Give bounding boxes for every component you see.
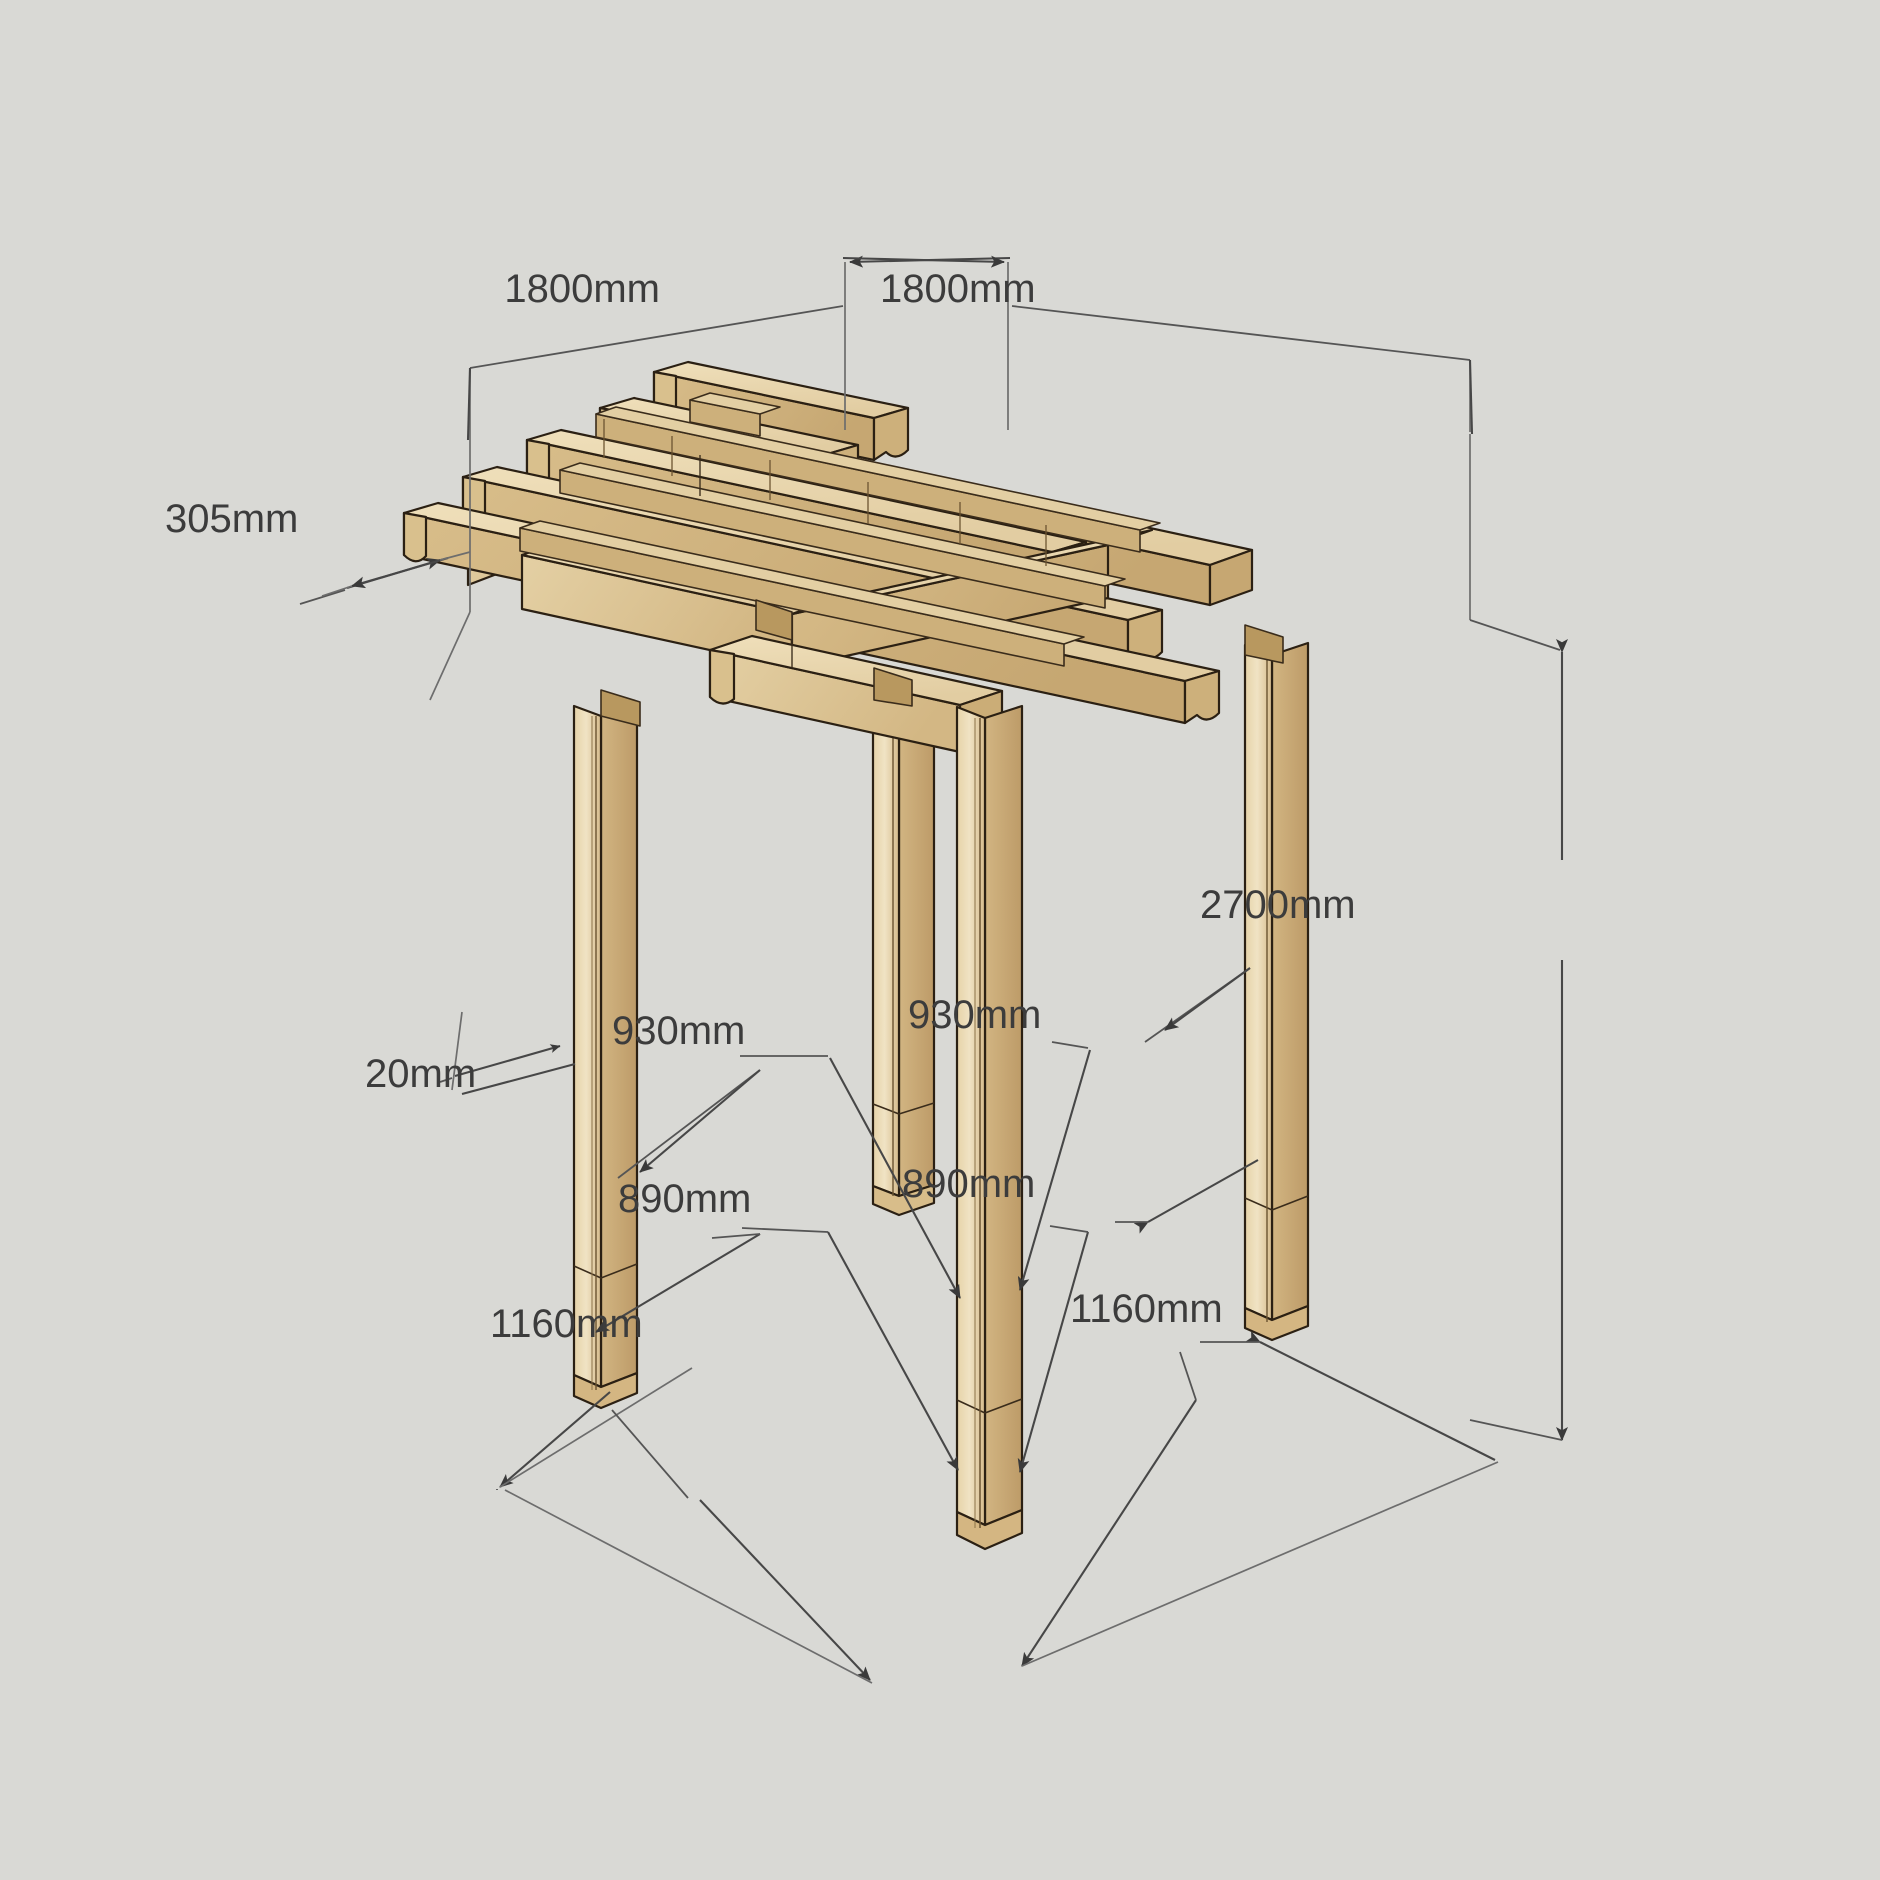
- dimension-width-right: 1800mm: [842, 255, 1474, 435]
- dimension-footprint-right: 1160mm: [1021, 1287, 1499, 1667]
- dim-label-post-spacing-right: 930mm: [908, 993, 1041, 1037]
- dimension-post-spacing-right: 930mm: [908, 967, 1251, 1291]
- post-front: [955, 704, 1024, 1551]
- dim-label-footprint-left: 1160mm: [490, 1302, 643, 1346]
- dimension-footprint-left: 1160mm: [490, 1302, 873, 1684]
- dim-label-post-spacing-left: 930mm: [612, 1009, 745, 1053]
- dim-label-footprint-right: 1160mm: [1070, 1287, 1223, 1331]
- dimension-width-left-extension: [469, 434, 1471, 620]
- dimension-post-spacing-left: 930mm: [612, 1009, 961, 1299]
- dimension-base-spacing-right: 890mm: [902, 1159, 1259, 1473]
- post-left: [572, 702, 639, 1410]
- dim-label-width-right: 1800mm: [880, 267, 1036, 311]
- dimension-base-spacing-left: 890mm: [595, 1177, 959, 1471]
- dim-label-base-spacing-right: 890mm: [902, 1162, 1035, 1206]
- roof-joinery-lines: [603, 419, 1047, 752]
- dim-label-base-spacing-left: 890mm: [618, 1177, 751, 1221]
- dim-label-width-left: 1800mm: [504, 267, 660, 311]
- post-rear: [871, 688, 936, 1217]
- dimension-post-size: 20mm: [365, 1011, 576, 1096]
- dimension-overall-height: 2700mm: [1200, 619, 1568, 1441]
- dim-label-post-size: 20mm: [365, 1052, 476, 1096]
- pergola-model: [402, 360, 1310, 1551]
- dim-label-rafter-overhang: 305mm: [165, 497, 298, 541]
- dimension-rafter-overhang: 305mm: [165, 497, 471, 701]
- dim-label-overall-height: 2700mm: [1200, 883, 1356, 927]
- braces: [600, 599, 1284, 727]
- post-right: [1243, 641, 1310, 1342]
- dimension-width-left: 1800mm: [466, 255, 1011, 441]
